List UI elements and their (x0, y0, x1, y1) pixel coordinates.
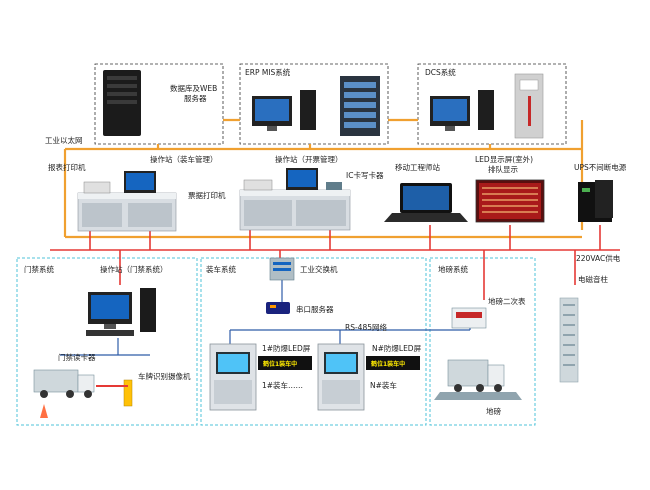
gate-workstation-icon (86, 288, 156, 336)
column-speaker-label: 电磁音柱 (578, 274, 608, 284)
loading-system-title: 装车系统 (206, 264, 236, 274)
top-dashed-boxes (94, 63, 567, 145)
ups-icon (578, 180, 613, 222)
industrial-switch-icon (269, 257, 295, 281)
bay-1-label: 1#装车 (262, 380, 289, 390)
mobile-station-label: 移动工程师站 (395, 162, 440, 172)
op-station-load-label: 操作站（装车管理） (150, 154, 218, 164)
dcs-cabinet-icon (514, 73, 544, 139)
bay-dots: …… (288, 381, 303, 390)
gate-truck-icon (33, 369, 95, 398)
db-server-icon (103, 70, 141, 136)
led-display-1-text: 鹤位1装车中 (263, 360, 297, 368)
rs485-label: RS-485网络 (345, 322, 387, 332)
led-display-n-text: 鹤位1装车中 (371, 360, 405, 368)
switch-label: 工业交换机 (300, 264, 338, 274)
gate-system-box (16, 257, 198, 426)
loading-controller-1 (209, 343, 257, 411)
scale-label: 地磅 (486, 406, 501, 416)
report-printer-label: 报表打印机 (48, 162, 86, 172)
op-station-ticket-label: 操作站（开票管理） (275, 154, 343, 164)
plate-camera-label: 车牌识别摄像机 (138, 371, 191, 381)
laptop-icon (384, 183, 468, 222)
outdoor-led-screen-icon (475, 179, 545, 223)
erp-label: ERP MIS系统 (245, 67, 291, 77)
console-ticket-management (239, 168, 351, 231)
ic-card-label: IC卡写卡器 (346, 170, 384, 180)
led-display-n: 鹤位1装车中 (366, 356, 420, 370)
erp-rack-icon (340, 76, 380, 136)
led-display-1: 鹤位1装车中 (258, 356, 312, 370)
ups-label: UPS不间断电源 (574, 162, 627, 172)
dcs-box (417, 63, 567, 145)
console-load-management (77, 171, 177, 232)
loading-controller-n (317, 343, 365, 411)
ticket-printer-label: 票据打印机 (188, 190, 226, 200)
db-server-label: 数据库及WEB 服务器 (170, 83, 220, 103)
erp-monitor-icon (252, 90, 316, 131)
serial-server-icon (266, 302, 290, 314)
dcs-label: DCS系统 (425, 67, 456, 77)
column-speaker-icon (559, 297, 579, 383)
weigh-meter-label: 地磅二次表 (488, 296, 526, 306)
traffic-cone-icon (40, 404, 48, 418)
led-1-label: 1#防爆LED屏 (262, 343, 311, 353)
weigh-meter-icon (451, 307, 487, 329)
weighbridge-box (429, 257, 536, 426)
ethernet-lines (63, 118, 584, 239)
gate-system-title: 门禁系统 (24, 264, 54, 274)
card-reader-label: 门禁读卡器 (58, 352, 96, 362)
weighbridge-truck-icon (434, 359, 522, 400)
gate-op-station-label: 操作站（门禁系统） (100, 264, 168, 274)
led-n-label: N#防爆LED屏 (372, 343, 422, 353)
dcs-monitor-icon (430, 90, 494, 131)
led-screen-label: LED显示屏(室外) 排队显示 (475, 154, 535, 174)
bottom-dashed-boxes (16, 257, 536, 426)
ethernet-label: 工业以太网 (45, 135, 83, 145)
weighbridge-title: 地磅系统 (438, 264, 468, 274)
erp-box (239, 63, 389, 145)
power-label: 220VAC供电 (576, 253, 621, 263)
red-power-lines (50, 225, 620, 300)
loading-system-box (200, 257, 427, 426)
serial-server-label: 串口服务器 (296, 304, 334, 314)
barrier-gate-icon (96, 379, 133, 407)
bay-n-label: N#装车 (370, 380, 397, 390)
